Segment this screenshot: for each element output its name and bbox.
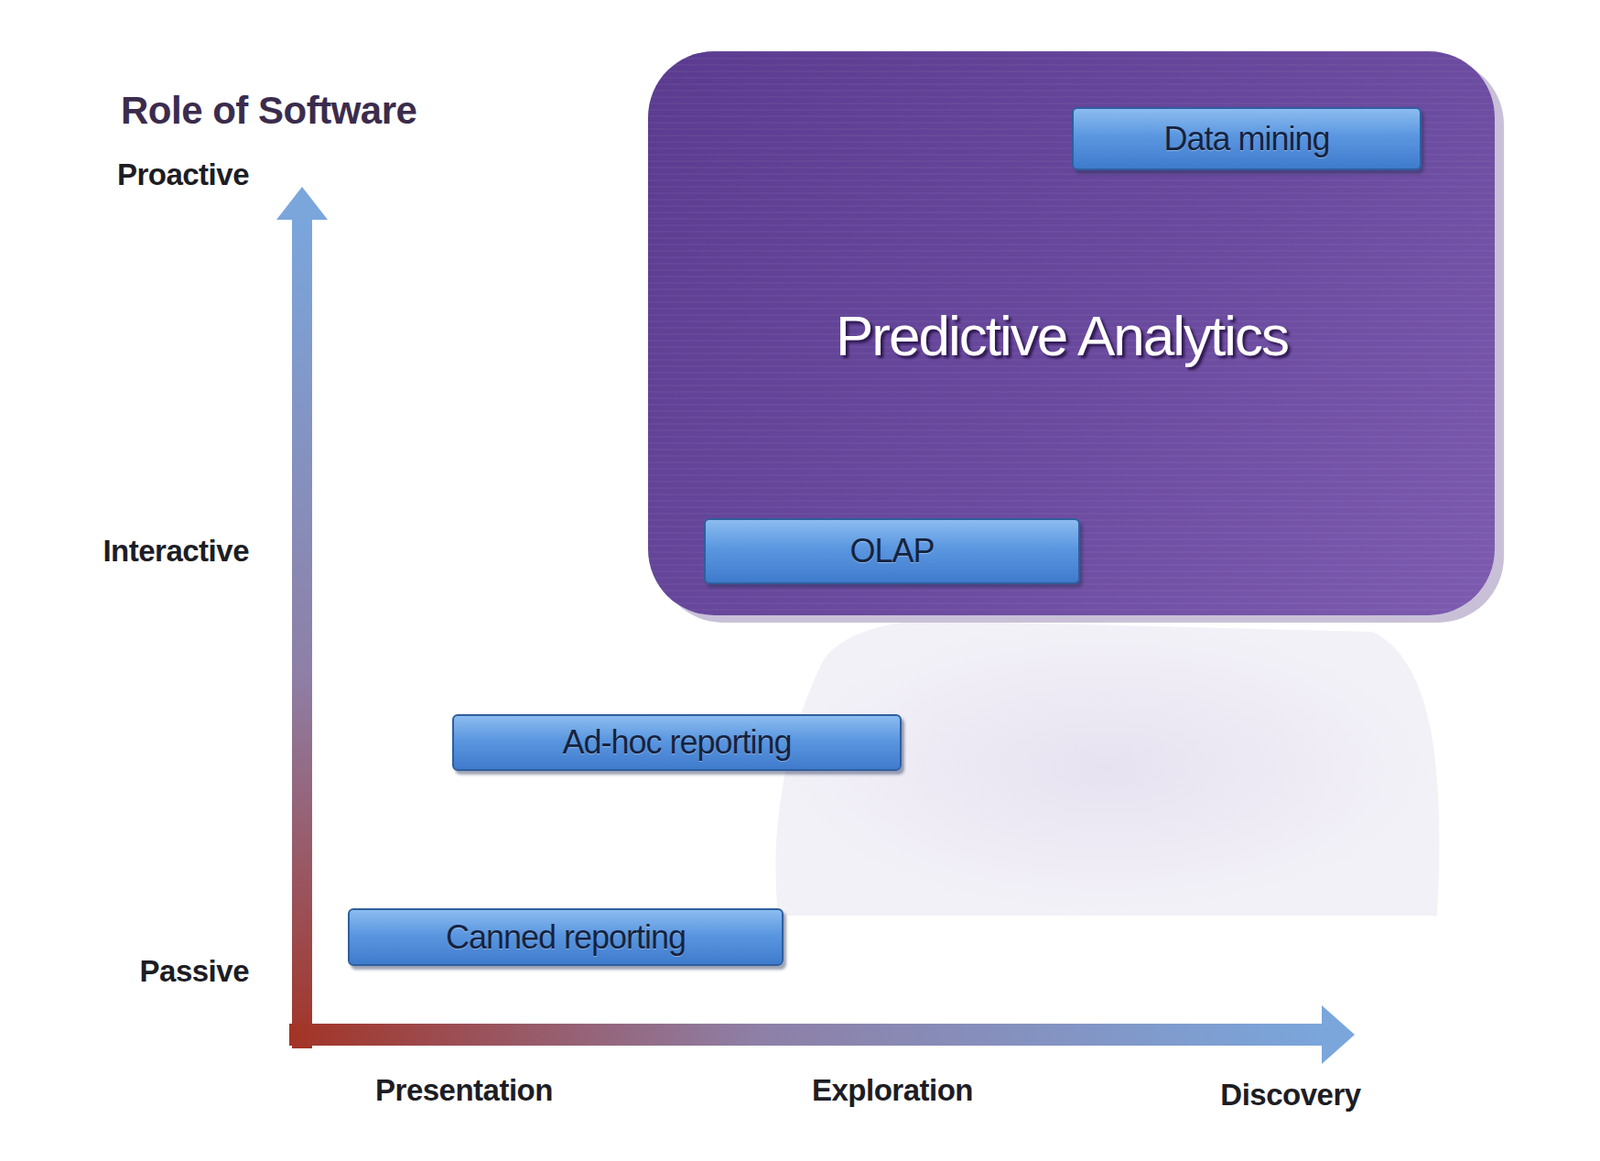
capability-bar: Canned reporting	[347, 908, 784, 966]
x-arrowhead	[1321, 1005, 1355, 1064]
capability-bar: Ad-hoc reporting	[452, 713, 902, 771]
bar-label: Canned reporting	[445, 918, 686, 957]
y-arrowhead	[276, 186, 328, 220]
axis-title: Role of Software	[120, 88, 417, 133]
bar-label: Data mining	[1163, 119, 1330, 159]
region-heading: Predictive Analytics	[835, 302, 1288, 368]
y-axis-label: Passive	[140, 953, 249, 989]
y-axis-label: Interactive	[102, 533, 249, 569]
y-axis-label: Proactive	[117, 157, 249, 193]
bar-label: Ad-hoc reporting	[562, 723, 791, 762]
capability-bar: Data mining	[1071, 107, 1422, 171]
analytics-region: Predictive Analytics Data miningOLAP	[648, 51, 1495, 616]
x-axis	[289, 1023, 1324, 1046]
capability-bar: OLAP	[703, 518, 1081, 584]
x-axis-label: Discovery	[1220, 1077, 1361, 1113]
x-axis-label: Exploration	[811, 1072, 973, 1108]
y-axis	[291, 219, 313, 1049]
x-axis-label: Presentation	[375, 1072, 553, 1108]
bar-label: OLAP	[849, 531, 934, 571]
